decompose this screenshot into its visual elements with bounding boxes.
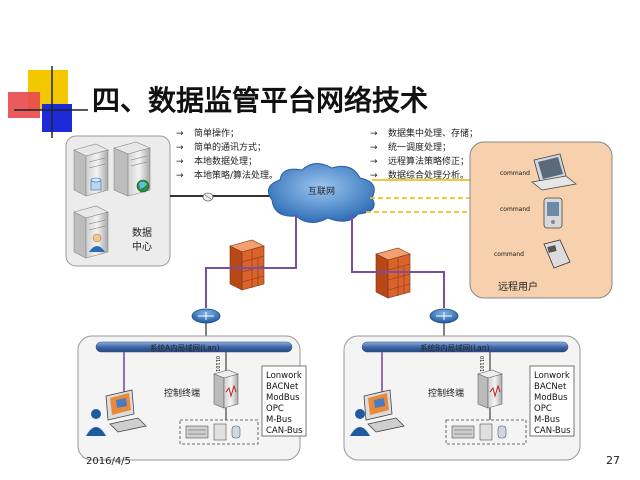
left-list-bullet: →: [176, 157, 184, 167]
right-list-bullet: →: [370, 157, 378, 167]
command-label: command: [494, 251, 524, 258]
left-list-bullet: →: [176, 129, 184, 139]
left-feature-list: → 简单操作； → 简单的通讯方式； → 本地数据处理； → 本地策略/算法处理…: [176, 127, 278, 181]
lan-b-label: 系统B内局域网(Lan): [420, 343, 490, 353]
title-decoration: [8, 66, 88, 138]
database-icon: [90, 177, 102, 191]
lan-a-label: 系统A内局域网(Lan): [150, 343, 220, 353]
lan-b-box: [343, 335, 581, 461]
page-number: 27: [606, 454, 620, 467]
protocol-list-box: [529, 365, 575, 437]
control-terminal-label: 控制终端: [164, 387, 200, 399]
left-list-item: 本地数据处理；: [194, 155, 257, 167]
protocol-item: ModBus: [534, 393, 568, 403]
lan-b-system: 系统B内局域网(Lan) 01101 控制终端 Lonw: [343, 335, 581, 461]
modem-icon: [202, 192, 214, 202]
plc-icon: [477, 369, 503, 409]
router-icon: [191, 308, 221, 324]
data-center-label: 中心: [132, 240, 152, 253]
protocol-item: M-Bus: [266, 415, 292, 425]
protocol-list: Lonwork BACNet ModBus OPC M-Bus CAN-Bus: [266, 371, 303, 436]
lan-b-bar: [361, 341, 569, 353]
lan-a-system: 系统A内局域网(Lan) 01101 控制终端 Lonw: [77, 335, 307, 461]
binary-label: 01101: [214, 356, 220, 372]
command-label: command: [500, 206, 530, 213]
right-list-bullet: →: [370, 143, 378, 153]
laptop-icon: [531, 153, 577, 191]
left-list-item: 简单操作；: [194, 127, 239, 139]
internet-label: 互联网: [308, 186, 335, 197]
globe-icon: [136, 179, 150, 193]
command-label: command: [500, 170, 530, 177]
right-list-item: 远程算法策略修正；: [388, 155, 469, 167]
remote-user-panel: command command command 远程用户: [469, 141, 613, 299]
protocol-list: Lonwork BACNet ModBus OPC M-Bus CAN-Bus: [534, 371, 571, 436]
field-device-icon: [451, 423, 507, 441]
protocol-item: Lonwork: [534, 371, 570, 381]
binary-label: 01101: [478, 356, 484, 372]
lan-a-bar: [95, 341, 293, 353]
left-list-item: 简单的通讯方式；: [194, 141, 266, 153]
protocol-item: OPC: [534, 404, 552, 414]
uplink-a: [205, 214, 297, 308]
left-list-bullet: →: [176, 143, 184, 153]
right-list-item: 统一调度处理；: [388, 141, 451, 153]
data-center: 数据 中心: [65, 135, 171, 267]
right-feature-list: → 数据集中处理、存储； → 统一调度处理； → 远程算法策略修正； → 数据综…: [370, 127, 478, 181]
protocol-item: Lonwork: [266, 371, 302, 381]
remote-user-label: 远程用户: [498, 280, 538, 293]
lan-uplinks: [205, 214, 445, 308]
protocol-item: CAN-Bus: [266, 426, 303, 436]
right-list-bullet: →: [370, 129, 378, 139]
remote-user-box: [469, 141, 613, 299]
slide-date: 2016/4/5: [86, 456, 131, 467]
protocol-item: BACNet: [534, 382, 567, 392]
left-list-item: 本地策略/算法处理。: [194, 169, 278, 181]
cloud-icon: [267, 163, 375, 223]
control-terminal-label: 控制终端: [428, 387, 464, 399]
workstation-icon: [86, 389, 147, 436]
right-list-item: 数据综合处理分析。: [388, 169, 469, 181]
plc-icon: [213, 369, 239, 409]
firewall-icon: [375, 247, 411, 299]
left-list-bullet: →: [176, 171, 184, 181]
protocol-item: BACNet: [266, 382, 299, 392]
protocol-list-box: [261, 365, 307, 437]
user-icon: [89, 233, 105, 252]
internet-cloud: 互联网: [267, 163, 375, 223]
right-list-item: 数据集中处理、存储；: [388, 127, 478, 139]
firewall-icon: [229, 239, 265, 291]
field-device-box: [445, 419, 527, 445]
protocol-item: M-Bus: [534, 415, 560, 425]
phone-icon: [543, 239, 571, 269]
router-icon: [429, 308, 459, 324]
pda-icon: [543, 197, 563, 229]
protocol-item: CAN-Bus: [534, 426, 571, 436]
deco-red-square: [8, 92, 40, 118]
server-icon: [73, 143, 109, 197]
data-center-label: 数据: [132, 226, 152, 239]
field-device-icon: [185, 423, 241, 441]
uplink-b: [351, 214, 445, 308]
protocol-item: OPC: [266, 404, 284, 414]
deco-blue-square: [42, 104, 72, 132]
slide-title: 四、数据监管平台网络技术: [92, 84, 428, 117]
protocol-item: ModBus: [266, 393, 300, 403]
workstation-icon: [350, 389, 405, 436]
field-device-box: [179, 419, 259, 445]
right-list-bullet: →: [370, 171, 378, 181]
